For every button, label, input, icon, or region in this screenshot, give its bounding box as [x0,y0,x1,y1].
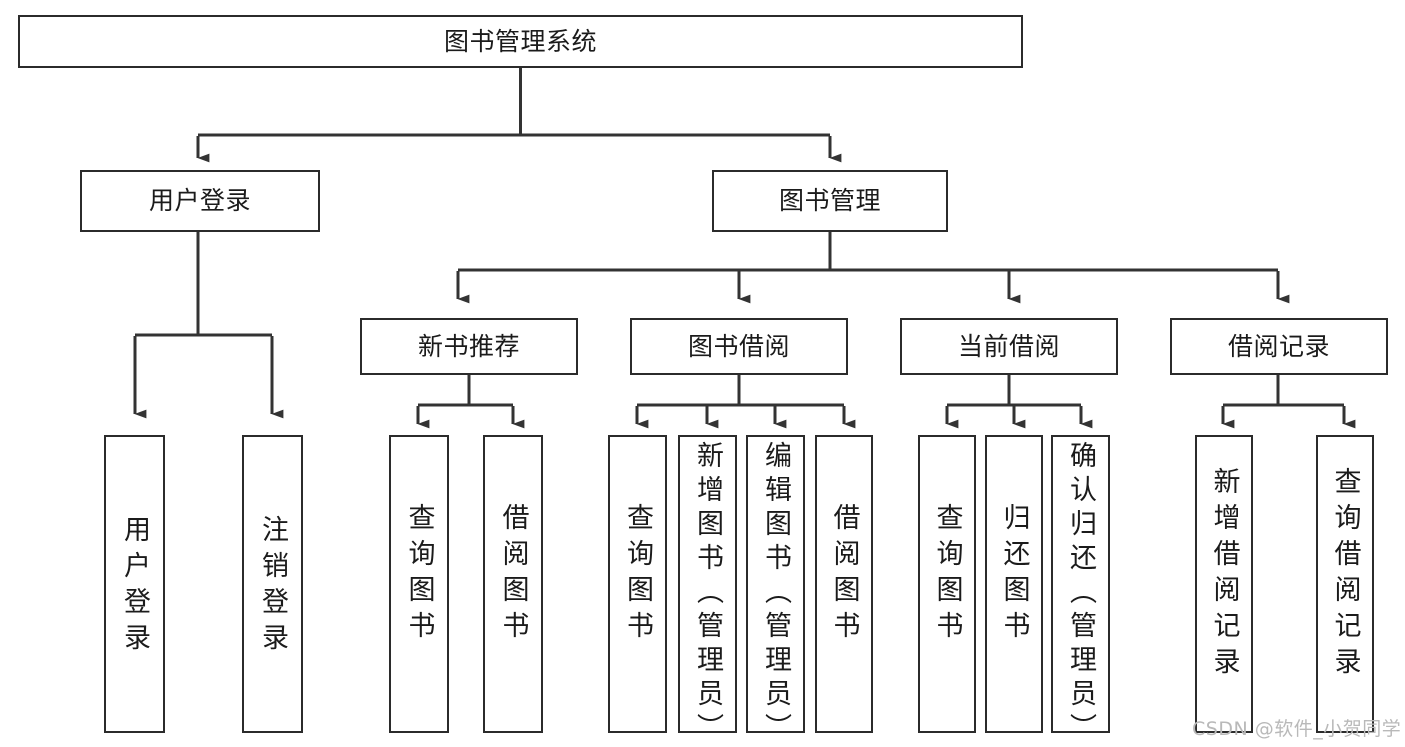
leaf-logout-login[interactable]: 注销登录 [242,435,303,733]
node-borrow-record[interactable]: 借阅记录 [1170,318,1388,375]
leaf-add-book[interactable]: 新增图书（管理员） [678,435,737,747]
node-book-management-system[interactable]: 图书管理系统 [18,15,1023,68]
leaf-confirm-return[interactable]: 确认归还（管理员） [1051,435,1110,747]
node-user-login[interactable]: 用户登录 [80,170,320,232]
node-label: 查询图书 [622,503,653,647]
node-label: 新增借阅记录 [1208,467,1240,683]
leaf-borrow-book-2[interactable]: 借阅图书 [815,435,873,733]
leaf-borrow-book-1[interactable]: 借阅图书 [483,435,543,733]
node-new-book-recommend[interactable]: 新书推荐 [360,318,578,375]
leaf-query-book-1[interactable]: 查询图书 [389,435,449,733]
leaf-query-book-3[interactable]: 查询图书 [918,435,976,733]
node-label: 用户登录 [148,186,251,215]
leaf-query-record[interactable]: 查询借阅记录 [1316,435,1374,733]
node-label: 查询图书 [931,503,963,647]
leaf-edit-book[interactable]: 编辑图书（管理员） [746,435,805,747]
node-label: 借阅图书 [828,503,860,647]
node-label: 用户登录 [119,515,150,659]
node-label: 查询借阅记录 [1329,467,1361,683]
node-current-borrow[interactable]: 当前借阅 [900,318,1118,375]
leaf-user-login[interactable]: 用户登录 [104,435,165,733]
node-book-management[interactable]: 图书管理 [712,170,948,232]
node-label: 新书推荐 [417,331,520,361]
node-label: 当前借阅 [957,331,1060,361]
node-label: 编辑图书（管理员） [760,441,791,747]
node-book-borrow[interactable]: 图书借阅 [630,318,848,375]
leaf-add-record[interactable]: 新增借阅记录 [1195,435,1253,733]
node-label: 图书借阅 [687,331,790,361]
node-label: 注销登录 [257,515,288,659]
node-label: 借阅图书 [497,503,529,647]
node-label: 图书管理 [778,186,881,215]
node-label: 归还图书 [998,503,1030,647]
leaf-return-book[interactable]: 归还图书 [985,435,1043,733]
leaf-query-book-2[interactable]: 查询图书 [608,435,667,733]
node-label: 新增图书（管理员） [692,441,723,747]
node-label: 确认归还（管理员） [1065,441,1096,747]
node-label: 查询图书 [403,503,435,647]
node-label: 借阅记录 [1227,331,1330,361]
node-label: 图书管理系统 [443,26,597,56]
